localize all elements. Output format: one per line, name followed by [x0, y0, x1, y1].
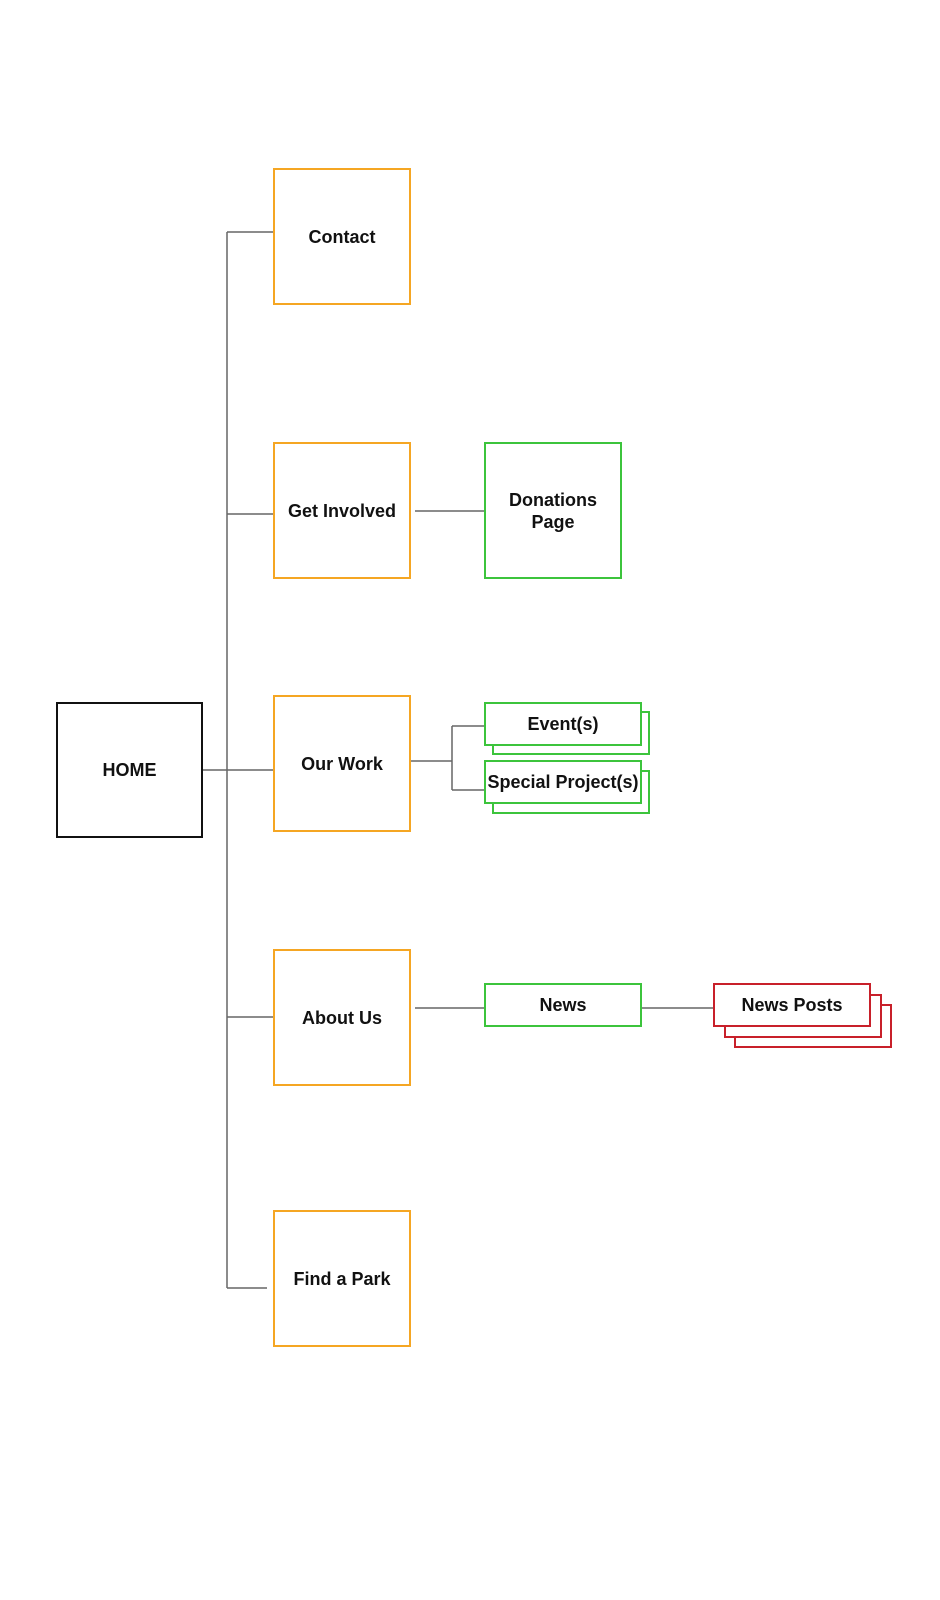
about-us-label: About Us — [302, 1007, 382, 1028]
donations-page-label: Donations Page — [509, 489, 597, 533]
events-label: Event(s) — [527, 714, 599, 734]
about-us-node: About Us — [273, 949, 411, 1086]
our-work-node: Our Work — [273, 695, 411, 832]
home-node: HOME — [56, 702, 203, 838]
get-involved-node: Get Involved — [273, 442, 411, 579]
special-projects-label: Special Project(s) — [487, 772, 639, 792]
donations-page-node: Donations Page — [484, 442, 622, 579]
find-a-park-label: Find a Park — [293, 1268, 391, 1289]
contact-node: Contact — [273, 168, 411, 305]
donations-page-label-line-1: Donations — [509, 489, 597, 510]
special-projects-node: Special Project(s) — [484, 760, 642, 804]
news-node: News — [484, 983, 642, 1027]
events-node: Event(s) — [484, 702, 642, 746]
donations-page-label-line-2: Page — [531, 511, 575, 532]
news-posts-label: News Posts — [741, 995, 843, 1015]
news-label: News — [539, 995, 587, 1015]
news-posts-node: News Posts — [713, 983, 871, 1027]
contact-label: Contact — [308, 226, 376, 247]
get-involved-label: Get Involved — [287, 500, 397, 521]
home-label: HOME — [102, 760, 157, 780]
find-a-park-node: Find a Park — [273, 1210, 411, 1347]
our-work-label: Our Work — [301, 753, 383, 774]
